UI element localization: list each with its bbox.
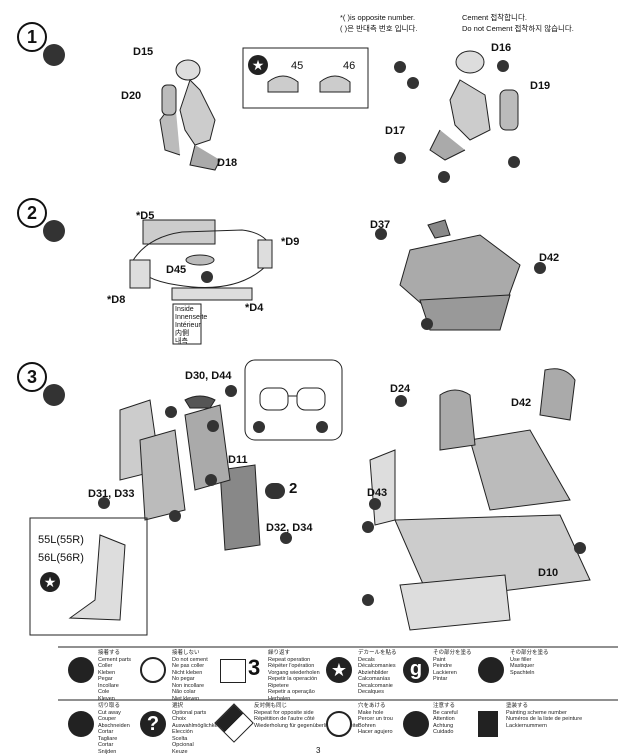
cement-note: Cement 접착합니다. Do not Cement 접착하지 않습니다. (462, 12, 574, 34)
step-2-number: 2 (17, 198, 47, 228)
legend-text: 繰り返す Repeat operation Répéter l'opératio… (268, 650, 320, 702)
part-label: D11 (228, 454, 248, 466)
part-label: D42 (511, 397, 532, 409)
two-count: 2 (289, 480, 298, 497)
opposite-note-kr: ( )은 반대측 번호 입니다. (340, 24, 418, 33)
inset-number-46: 46 (343, 60, 356, 72)
cockpit-tub (399, 219, 521, 331)
opposite-note: *( )is opposite number. ( )은 반대측 번호 입니다. (340, 12, 418, 34)
legend-text: その部分を塗る Use filler Mastiquer Spachteln (510, 650, 549, 676)
no-cement-icon (140, 657, 166, 683)
pilot-figure-right (429, 50, 519, 161)
cement-icon (43, 44, 65, 66)
cut-icon (68, 711, 94, 737)
legend-text: 注意する Be careful Attention Achtung Cuidad… (433, 703, 458, 735)
g-icon: g (403, 657, 429, 683)
two-part-icon (265, 483, 285, 499)
part-label: D31, D33 (88, 488, 135, 500)
legend-text: 選択 Optional parts Choix Auswahlmöglichke… (172, 703, 221, 755)
part-label: D17 (385, 125, 406, 137)
legend-text: 接着しない Do not cement Ne pas coller Nicht … (172, 650, 208, 702)
legend-text: 塗装する Painting scheme number Numéros de l… (506, 703, 583, 729)
part-label: D42 (539, 252, 560, 264)
part-label: *D5 (136, 210, 155, 222)
ejection-seats (119, 395, 261, 551)
step-3-number: 3 (17, 362, 47, 392)
part-label: D24 (390, 383, 411, 395)
nocement-note-en: Do not Cement 접착하지 않습니다. (462, 24, 574, 33)
care-icon (403, 711, 429, 737)
opposite-note-en: *( )is opposite number. (340, 13, 416, 22)
paint-num-icon (478, 711, 498, 737)
part-label: D30, D44 (185, 370, 232, 382)
part-label: D45 (166, 264, 187, 276)
part-label: D10 (538, 567, 559, 579)
part-label: *D9 (281, 236, 300, 248)
part-label: D15 (133, 46, 154, 58)
legend-text: 反対側も同じ Repeat for opposite side Répétiti… (254, 703, 359, 729)
inset-parts-45-46 (267, 75, 351, 93)
star-icon: ★ (248, 55, 268, 75)
part-label: D43 (367, 487, 388, 499)
cement-note-en: Cement 접착합니다. (462, 13, 527, 22)
cockpit-assembly-right (369, 368, 591, 631)
repeat-icon (220, 659, 246, 683)
legend-text: 接着する Cement parts Coller Kleben Pegar In… (98, 650, 132, 702)
legend-text: デカールを貼る Decals Décalcomanies Abziehbilde… (358, 650, 397, 695)
instrument-frame-parts (129, 219, 273, 301)
cement-icon (43, 220, 65, 242)
inset-label-56: 56L(56R) (38, 552, 84, 564)
symbol-legend: 接着する Cement parts Coller Kleben Pegar In… (58, 645, 618, 755)
question-icon: ? (140, 711, 166, 737)
cement-icon (68, 657, 94, 683)
repeat-count: 3 (248, 655, 261, 680)
part-label: D19 (530, 80, 551, 92)
page-number: 3 (316, 746, 321, 755)
star-icon: ★ (326, 657, 352, 683)
part-label: D18 (217, 157, 238, 169)
part-label: *D8 (107, 294, 126, 306)
part-label: D16 (491, 42, 512, 54)
step-1-number: 1 (17, 22, 47, 52)
star-icon: ★ (40, 572, 60, 592)
part-label: *D4 (245, 302, 264, 314)
rearview-mirror-inset (259, 387, 326, 411)
legend-text: 切り取る Cut away Couper Abschneiden Cortar … (98, 703, 130, 755)
drill-icon (326, 711, 352, 737)
inset-number-45: 45 (291, 60, 304, 72)
inset-label-55: 55L(55R) (38, 534, 84, 546)
inside-note: Inside Innenseite Intérieur 内側 내측 (175, 306, 208, 345)
legend-text: その部分を塗る Paint Peindre Lackieren Pintar (433, 650, 472, 682)
pilot-figure-left (159, 59, 221, 171)
fill-icon (478, 657, 504, 683)
part-label: D20 (121, 90, 142, 102)
part-label: D37 (370, 219, 391, 231)
cement-icon (43, 384, 65, 406)
part-label: D32, D34 (266, 522, 313, 534)
legend-text: 穴をあける Make hole Percer un trou Bohren Ha… (358, 703, 393, 735)
